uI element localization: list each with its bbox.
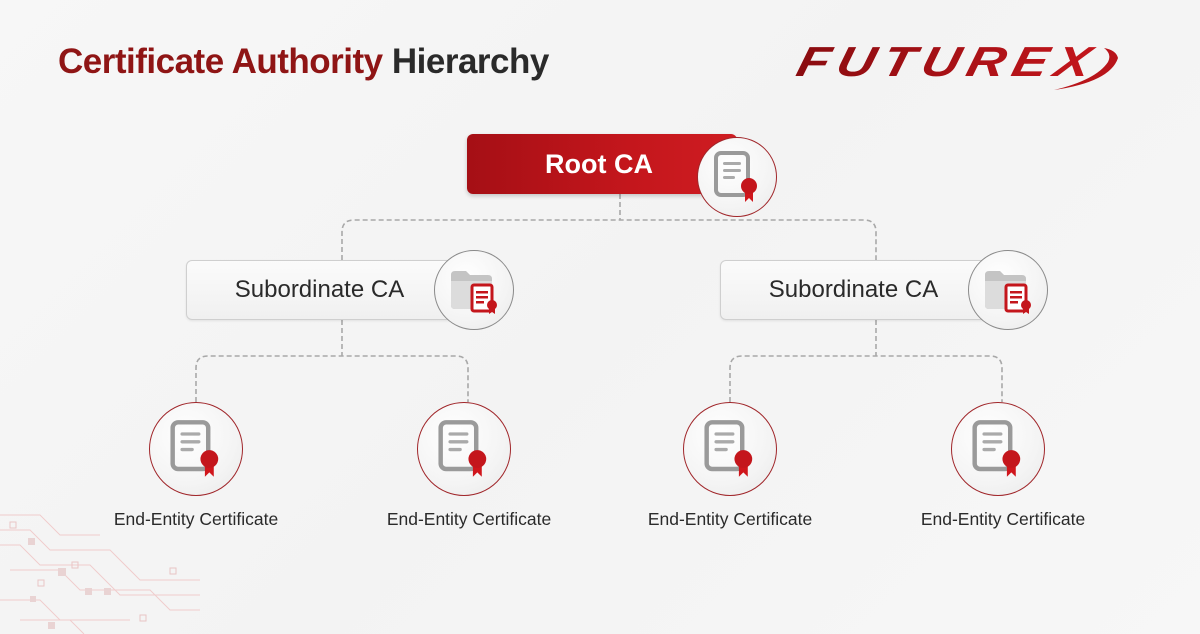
futurex-logo: FUTUREX <box>792 39 1118 90</box>
folder-certificate-icon <box>985 271 1031 314</box>
folder-certificate-icon <box>451 271 497 314</box>
svg-text:FUTUREX: FUTUREX <box>792 39 1104 86</box>
end-entity-badge-1 <box>149 402 243 496</box>
certificate-icon <box>972 420 1021 477</box>
title-rest: Hierarchy <box>391 42 549 81</box>
title-highlight: Certificate Authority <box>58 42 383 81</box>
root-ca-label: Root CA <box>545 149 653 179</box>
certificate-icon <box>170 420 219 477</box>
end-entity-label-4: End-Entity Certificate <box>920 509 1086 529</box>
certificate-icon <box>714 151 757 202</box>
subordinate-ca-badge-left <box>434 250 514 330</box>
page-title: Certificate Authority Hierarchy <box>58 42 549 82</box>
subordinate-ca-node-right: Subordinate CA <box>720 260 1010 320</box>
subordinate-ca-badge-right <box>968 250 1048 330</box>
end-entity-label-1: End-Entity Certificate <box>113 509 279 529</box>
end-entity-label-2: End-Entity Certificate <box>386 509 552 529</box>
subordinate-ca-label: Subordinate CA <box>768 276 939 303</box>
end-entity-badge-4 <box>951 402 1045 496</box>
end-entity-badge-3 <box>683 402 777 496</box>
certificate-icon <box>704 420 753 477</box>
root-ca-node: Root CA <box>467 134 737 194</box>
subordinate-ca-node-left: Subordinate CA <box>186 260 476 320</box>
end-entity-badge-2 <box>417 402 511 496</box>
subordinate-ca-label: Subordinate CA <box>234 276 405 303</box>
root-ca-badge <box>697 137 777 217</box>
end-entity-label-3: End-Entity Certificate <box>647 509 813 529</box>
certificate-icon <box>438 420 487 477</box>
